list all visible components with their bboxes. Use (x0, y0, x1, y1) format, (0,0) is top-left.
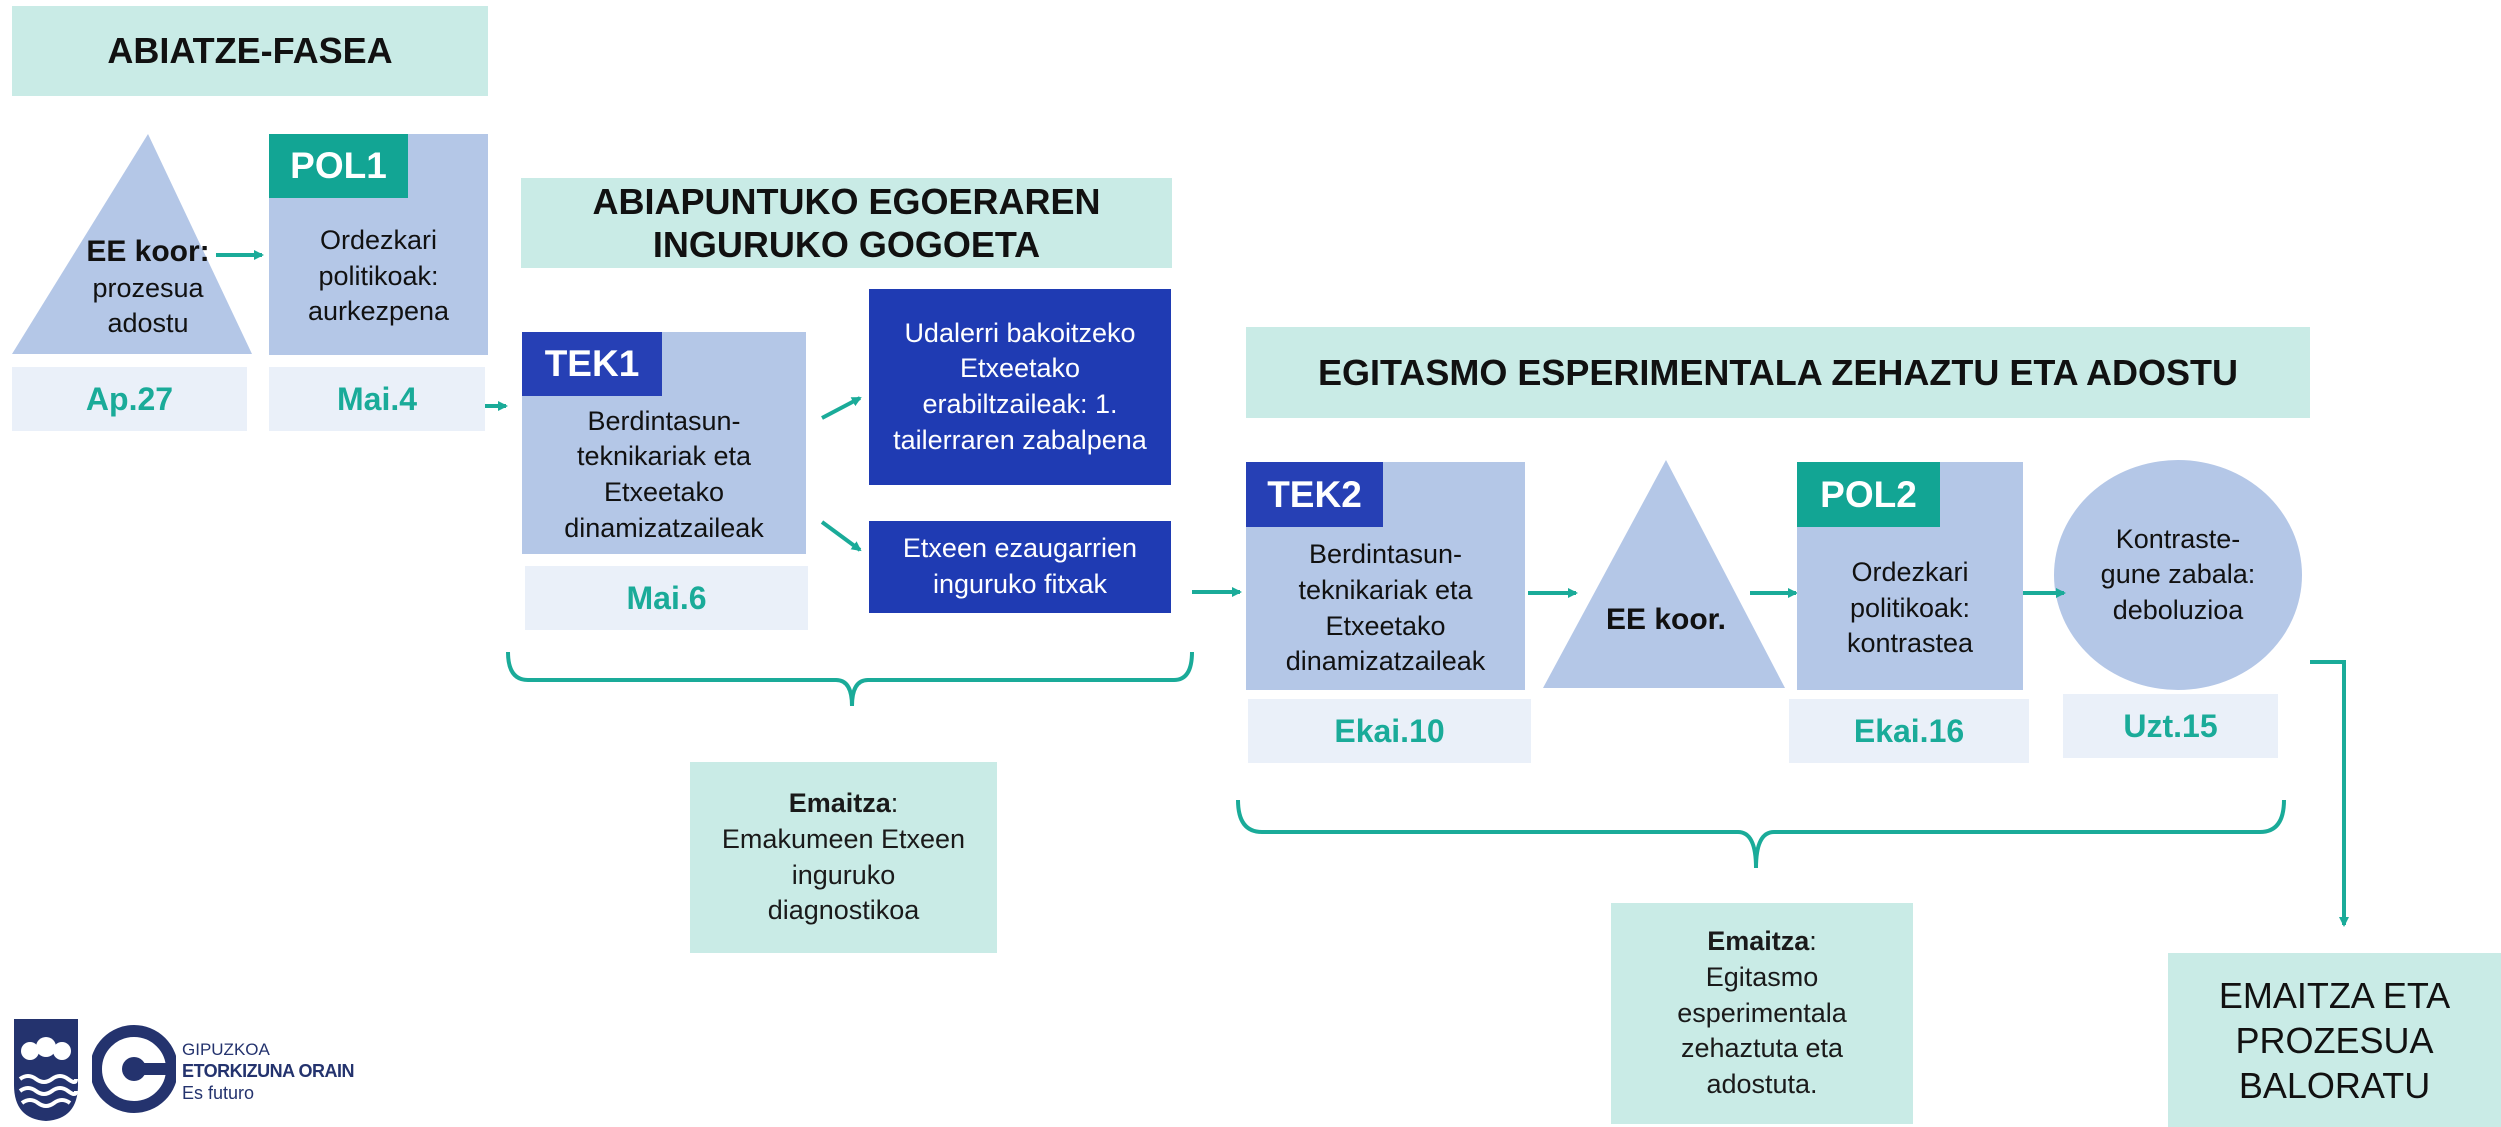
logo-line3: Es futuro (182, 1083, 255, 1103)
ee-koor-1-text: prozesua adostu (92, 273, 204, 339)
date-text: Ekai.16 (1853, 712, 1965, 749)
result-box-2: Emaitza: Egitasmo esperimentala zehaztut… (1611, 903, 1913, 1124)
date-text: Mai.4 (336, 380, 418, 417)
brace-phase3 (1236, 799, 2286, 869)
card-text: Berdintasun-teknikariak eta Etxeetako di… (1285, 539, 1486, 677)
shield-logo-icon (14, 1019, 78, 1121)
date-mai6: Mai.6 (525, 566, 808, 630)
final-box: EMAITZA ETA PROZESUA BALORATU (2168, 953, 2501, 1127)
result-content: Emaitza: Emakumeen Etxeen inguruko diagn… (718, 786, 969, 929)
logo-line1: GIPUZKOA (182, 1040, 270, 1059)
date-ap27: Ap.27 (12, 367, 247, 431)
badge-tek2: TEK2 (1246, 462, 1383, 527)
circle-kontraste (2054, 460, 2302, 690)
result-label: Emaitza (1707, 926, 1810, 957)
phase-header-egitasmo: EGITASMO ESPERIMENTALA ZEHAZTU ETA ADOST… (1246, 327, 2310, 418)
arrow-kontraste-final (2310, 660, 2349, 927)
brace-phase2 (506, 651, 1194, 707)
badge-pol2: POL2 (1797, 462, 1940, 527)
box-text: Etxeen ezaugarrien inguruko fitxak (902, 533, 1138, 599)
card-pol1-body: Ordezkari politikoak: aurkezpena (269, 198, 488, 355)
phase-header-abiapuntuko: ABIAPUNTUKO EGOERAREN INGURUKO GOGOETA (521, 178, 1172, 268)
result-colon: : (890, 788, 899, 819)
ee-koor-1-label: EE koor: prozesua adostu (40, 232, 256, 341)
triangle-ee-koor-2 (1543, 460, 1785, 688)
g-logo-icon (92, 1025, 176, 1113)
ee-koor-2-title: EE koor. (1605, 603, 1727, 636)
box-etxeen-fitxak: Etxeen ezaugarrien inguruko fitxak (869, 521, 1171, 613)
ee-koor-1-title: EE koor: (86, 235, 210, 268)
box-udalerri: Udalerri bakoitzeko Etxeetako erabiltzai… (869, 289, 1171, 485)
phase-title: ABIAPUNTUKO EGOERAREN INGURUKO GOGOETA (592, 180, 1101, 265)
card-pol1: POL1 Ordezkari politikoak: aurkezpena (269, 134, 488, 355)
final-text: EMAITZA ETA PROZESUA BALORATU (2218, 974, 2451, 1106)
phase-title: ABIATZE-FASEA (107, 30, 393, 72)
result-box-1: Emaitza: Emakumeen Etxeen inguruko diagn… (690, 762, 997, 953)
kontraste-label: Kontraste-gune zabala: deboluzioa (2078, 505, 2278, 645)
date-text: Ap.27 (85, 380, 174, 417)
result-text: Egitasmo esperimentala zehaztuta eta ado… (1677, 962, 1847, 1099)
result-colon: : (1809, 926, 1817, 957)
badge-text: TEK1 (544, 343, 640, 384)
logo-line2: ETORKIZUNA ORAIN (182, 1061, 355, 1081)
arrow-tek1-boxa (821, 396, 862, 420)
box-text: Udalerri bakoitzeko Etxeetako erabiltzai… (893, 317, 1147, 455)
ee-koor-2-label: EE koor. (1566, 600, 1766, 639)
badge-pol1: POL1 (269, 134, 408, 198)
triangle-ee-koor-1 (12, 134, 252, 354)
card-text: Berdintasun-teknikariak eta Etxeetako di… (564, 405, 764, 543)
badge-text: TEK2 (1267, 473, 1362, 515)
badge-text: POL2 (1820, 473, 1917, 515)
date-mai4: Mai.4 (269, 367, 485, 431)
card-pol2-body: Ordezkari politikoak: kontrastea (1797, 527, 2023, 690)
date-text: Mai.6 (626, 579, 707, 616)
phase-title: EGITASMO ESPERIMENTALA ZEHAZTU ETA ADOST… (1318, 351, 2238, 393)
date-text: Ekai.10 (1334, 712, 1445, 749)
card-tek2: TEK2 Berdintasun-teknikariak eta Etxeeta… (1246, 462, 1525, 690)
badge-tek1: TEK1 (522, 332, 662, 396)
card-tek1-body: Berdintasun-teknikariak eta Etxeetako di… (522, 396, 806, 554)
card-text: Ordezkari politikoak: aurkezpena (307, 225, 450, 327)
result-label: Emaitza (788, 788, 891, 819)
card-pol2: POL2 Ordezkari politikoak: kontrastea (1797, 462, 2023, 690)
card-tek2-body: Berdintasun-teknikariak eta Etxeetako di… (1246, 527, 1525, 690)
date-ekai16: Ekai.16 (1789, 699, 2029, 763)
date-uzt15: Uzt.15 (2063, 694, 2278, 758)
card-tek1: TEK1 Berdintasun-teknikariak eta Etxeeta… (522, 332, 806, 554)
result-content: Emaitza: Egitasmo esperimentala zehaztut… (1641, 924, 1883, 1102)
date-text: Uzt.15 (2123, 707, 2218, 744)
card-text: Ordezkari politikoak: kontrastea (1846, 557, 1974, 659)
badge-text: POL1 (290, 145, 387, 186)
result-text: Emakumeen Etxeen inguruko diagnostikoa (721, 823, 966, 926)
date-ekai10: Ekai.10 (1248, 699, 1531, 763)
circle-text: Kontraste-gune zabala: deboluzioa (2100, 523, 2256, 625)
arrow-tek1-boxb (820, 520, 862, 552)
phase-header-abiatze: ABIATZE-FASEA (12, 6, 488, 96)
